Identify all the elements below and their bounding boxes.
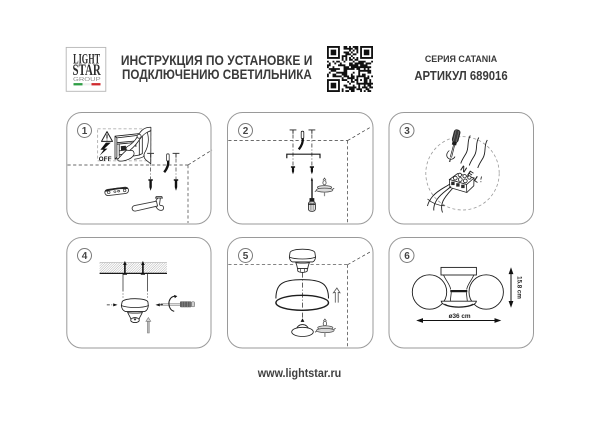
svg-text:GROUP: GROUP (73, 77, 101, 83)
svg-text:5: 5 (243, 251, 249, 262)
svg-text:STAR: STAR (73, 62, 102, 79)
svg-text:15.8 cm: 15.8 cm (515, 276, 522, 299)
svg-text:4: 4 (82, 251, 88, 262)
svg-text:LIGHT: LIGHT (73, 52, 100, 68)
svg-text:6: 6 (404, 251, 410, 262)
svg-text:N: N (459, 164, 469, 175)
svg-text:ø36 cm: ø36 cm (449, 313, 471, 320)
svg-text:3: 3 (404, 126, 410, 137)
svg-text:2: 2 (243, 126, 249, 137)
svg-text:1: 1 (82, 126, 88, 137)
svg-text:L: L (472, 175, 481, 185)
svg-text:OFF: OFF (99, 156, 112, 163)
svg-text:E: E (466, 169, 476, 180)
